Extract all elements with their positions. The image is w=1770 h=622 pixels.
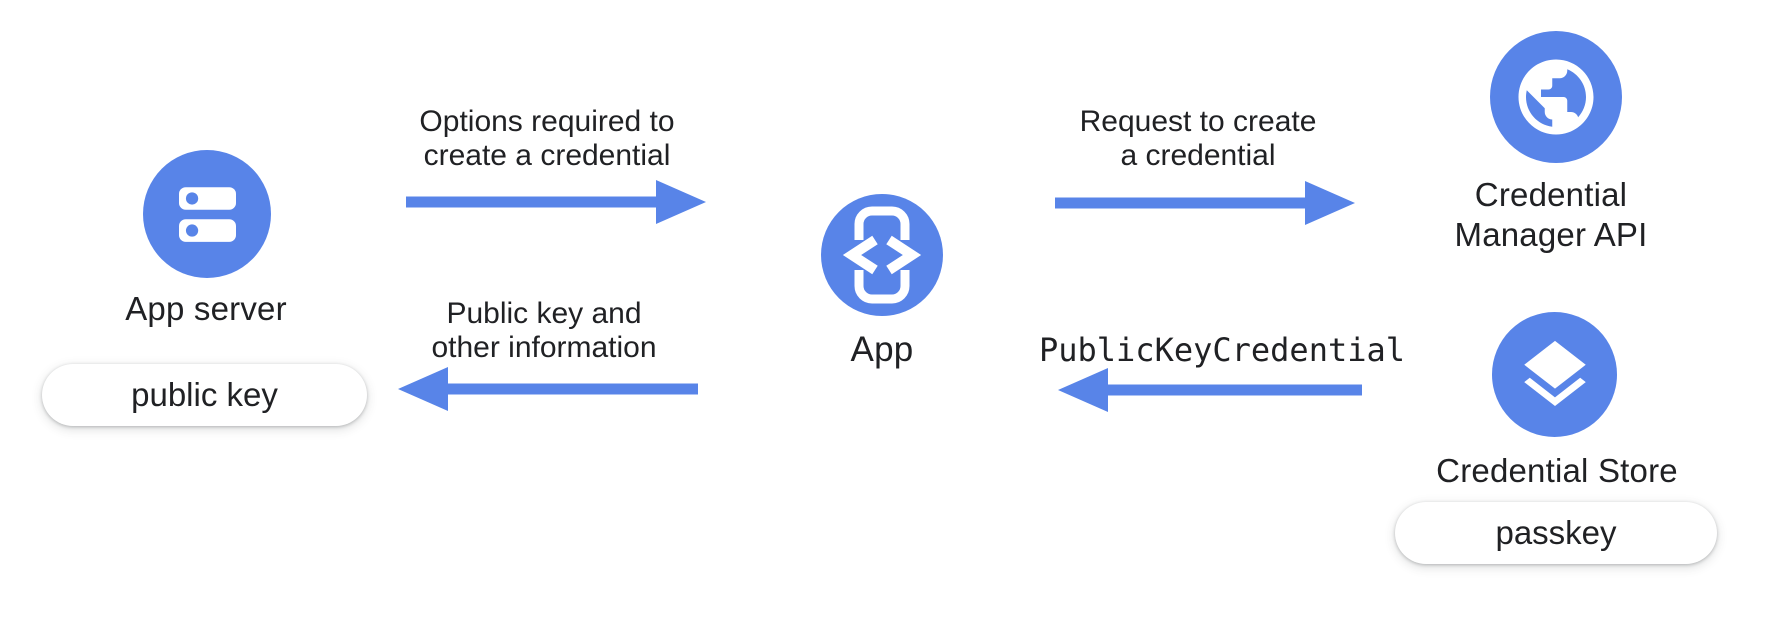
passkey-pill-label: passkey xyxy=(1495,514,1617,551)
public-key-pill: public key xyxy=(42,364,367,426)
credential-manager-api-circle xyxy=(1490,31,1622,163)
layers-icon xyxy=(1523,340,1586,406)
credential-manager-api-label: Credential Manager API xyxy=(1455,175,1648,255)
request-to-create-label: Request to create a credential xyxy=(1079,105,1317,172)
options-to-create-label: Options required to create a credential xyxy=(419,105,675,172)
public-key-pill-label: public key xyxy=(131,376,278,413)
phone-code-icon xyxy=(842,206,922,304)
credential-manager-api-label-line1: Credential xyxy=(1474,176,1628,213)
app-circle xyxy=(821,194,943,316)
passkey-pill: passkey xyxy=(1395,502,1717,564)
globe-icon xyxy=(1518,59,1594,135)
options-to-create-arrow-right xyxy=(406,180,706,224)
public-key-info-label: Public key and other information xyxy=(431,297,657,364)
credential-store-circle xyxy=(1492,312,1617,437)
app-server-label: App server xyxy=(125,290,287,327)
credential-store-label: Credential Store xyxy=(1436,452,1678,489)
app-server-circle xyxy=(143,150,271,278)
server-icon xyxy=(178,186,236,242)
credential-manager-api-label-line2: Manager API xyxy=(1454,216,1648,253)
request-to-create-arrow-right xyxy=(1055,181,1355,225)
app-label: App xyxy=(850,330,914,369)
public-key-info-arrow-left xyxy=(398,367,698,411)
public-key-credential-label: PublicKeyCredential xyxy=(1038,331,1406,369)
public-key-credential-arrow-left xyxy=(1058,368,1362,412)
